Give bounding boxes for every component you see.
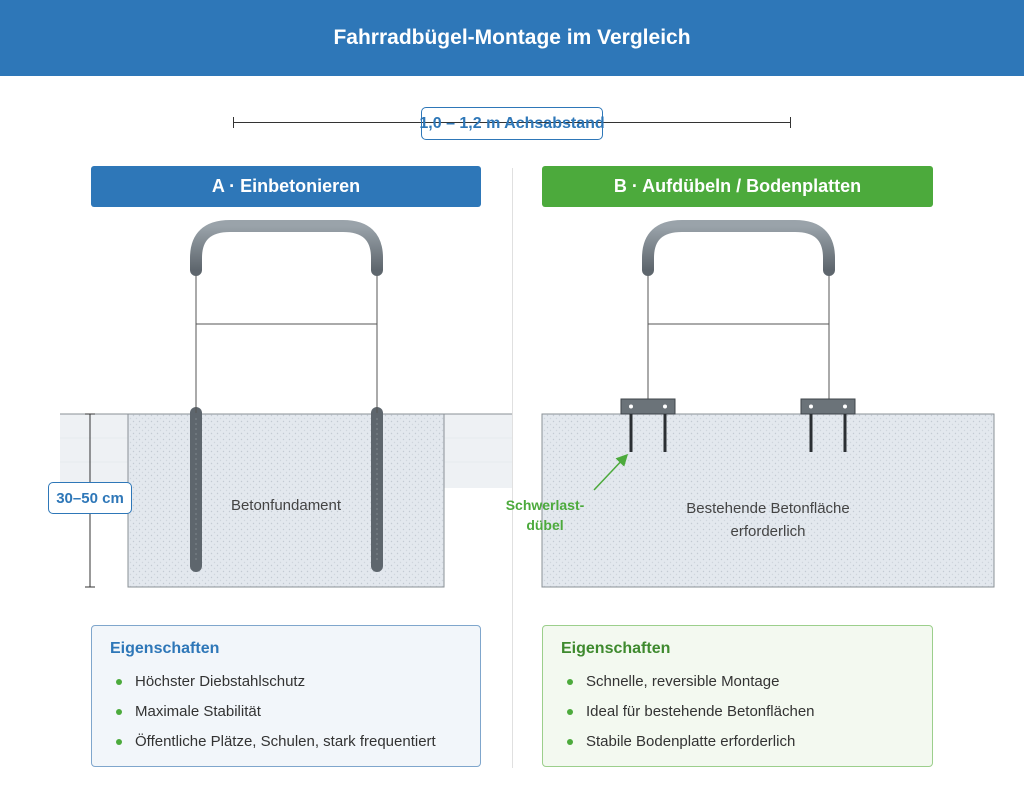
list-item: Öffentliche Plätze, Schulen, stark frequ… bbox=[110, 732, 462, 762]
card-b-title: Eigenschaften bbox=[561, 640, 671, 657]
properties-card-a: Eigenschaften Höchster Diebstahlschutz M… bbox=[91, 625, 481, 767]
anchor-label: Schwerlast- dübel bbox=[490, 495, 600, 535]
card-a-title: Eigenschaften bbox=[110, 640, 220, 657]
column-b-diagram bbox=[541, 220, 995, 588]
page-title: Fahrradbügel-Montage im Vergleich bbox=[0, 0, 1024, 76]
surface-label-line2: erforderlich bbox=[730, 523, 806, 540]
surface-label: Bestehende Betonfläche erforderlich bbox=[648, 497, 888, 543]
rack-bow-b bbox=[642, 220, 835, 276]
surface-label-line1: Bestehende Betonfläche bbox=[686, 500, 850, 517]
dimension-line bbox=[233, 122, 791, 123]
list-item-text: Öffentliche Plätze, Schulen, stark frequ… bbox=[135, 733, 436, 750]
concrete-foundation bbox=[127, 413, 445, 588]
dimension-tick-left bbox=[233, 117, 234, 128]
list-item-text: Ideal für bestehende Betonflächen bbox=[586, 703, 815, 720]
anchor-label-line1: Schwerlast- bbox=[505, 497, 585, 513]
anchor-leader-arrow bbox=[593, 453, 629, 491]
card-b-list: Schnelle, reversible Montage Ideal für b… bbox=[561, 672, 914, 762]
list-item: Maximale Stabilität bbox=[110, 702, 462, 732]
bullet-icon bbox=[567, 709, 573, 715]
column-a-title: A · Einbetonieren bbox=[91, 166, 481, 207]
list-item: Ideal für bestehende Betonflächen bbox=[561, 702, 914, 732]
column-b-title: B · Aufdübeln / Bodenplatten bbox=[542, 166, 933, 207]
list-item-text: Stabile Bodenplatte erforderlich bbox=[586, 733, 796, 750]
bullet-icon bbox=[567, 679, 573, 685]
list-item: Schnelle, reversible Montage bbox=[561, 672, 914, 702]
bullet-icon bbox=[116, 679, 122, 685]
column-a-diagram bbox=[60, 220, 512, 588]
list-item: Stabile Bodenplatte erforderlich bbox=[561, 732, 914, 762]
list-item-text: Maximale Stabilität bbox=[135, 703, 261, 720]
bullet-icon bbox=[116, 739, 122, 745]
column-divider bbox=[512, 168, 513, 768]
base-plate-right bbox=[800, 398, 856, 415]
bullet-icon bbox=[116, 709, 122, 715]
properties-card-b: Eigenschaften Schnelle, reversible Monta… bbox=[542, 625, 933, 767]
bullet-icon bbox=[567, 739, 573, 745]
foundation-label: Betonfundament bbox=[230, 497, 342, 514]
list-item-text: Höchster Diebstahlschutz bbox=[135, 673, 306, 690]
list-item: Höchster Diebstahlschutz bbox=[110, 672, 462, 702]
spacing-label: 1,0 – 1,2 m Achsabstand bbox=[419, 107, 605, 140]
depth-label: 30–50 cm bbox=[48, 482, 132, 514]
dimension-tick-right bbox=[790, 117, 791, 128]
rack-bow-a bbox=[190, 220, 383, 276]
existing-concrete-slab bbox=[541, 413, 995, 588]
card-a-list: Höchster Diebstahlschutz Maximale Stabil… bbox=[110, 672, 462, 762]
base-plate-left bbox=[620, 398, 676, 415]
list-item-text: Schnelle, reversible Montage bbox=[586, 673, 780, 690]
anchor-label-line2: dübel bbox=[526, 517, 564, 533]
